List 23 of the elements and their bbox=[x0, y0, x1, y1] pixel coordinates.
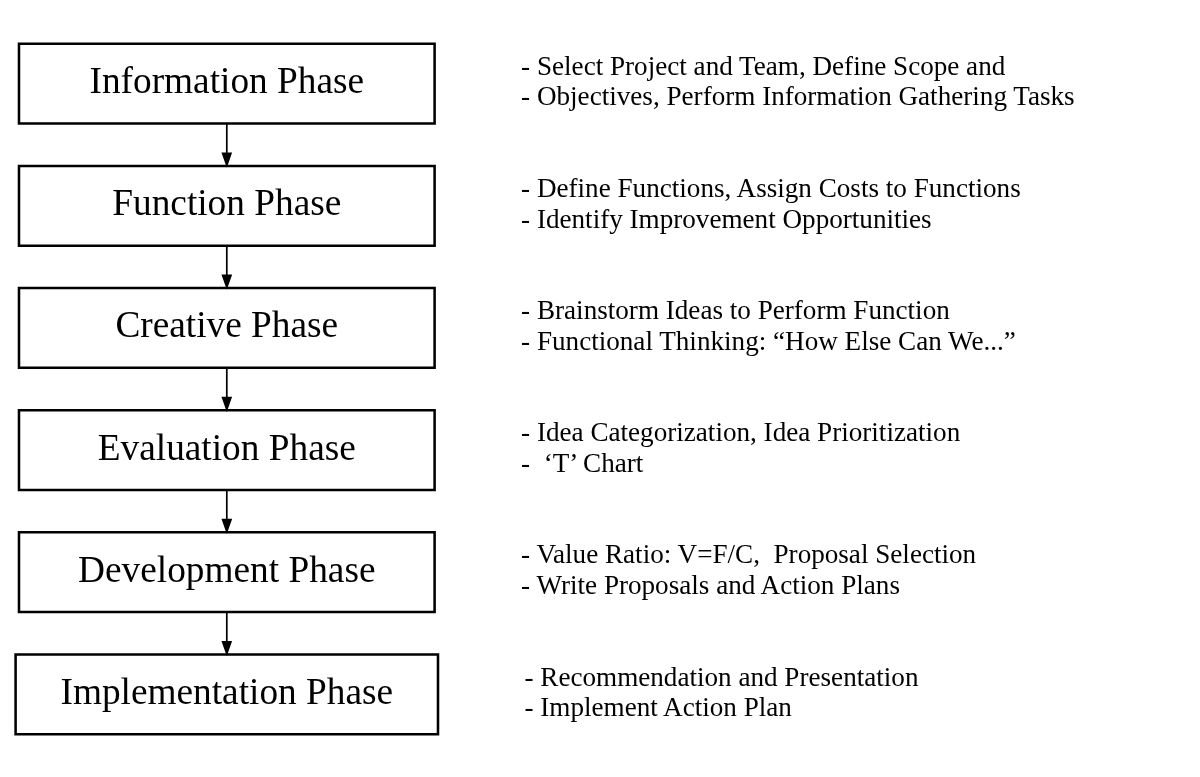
node-label: - Value Ratio: V=F/C, Proposal Selection bbox=[521, 538, 977, 569]
node-box: Creative Phase bbox=[17, 286, 436, 369]
node-label: - Select Project and Team, Define Scope and bbox=[521, 50, 1006, 81]
node-label: - Implement Action Plan bbox=[524, 691, 792, 722]
node-label: - Objectives, Perform Information Gathering Tasks bbox=[521, 80, 1075, 111]
node-box: Evaluation Phase bbox=[17, 408, 436, 491]
node-label: - Recommendation and Presentation bbox=[524, 661, 919, 692]
arrow bbox=[221, 610, 233, 656]
arrow bbox=[221, 366, 233, 412]
node-box: Information Phase bbox=[17, 42, 436, 125]
arrow bbox=[221, 122, 233, 168]
node-label: - ‘T’ Chart bbox=[521, 447, 644, 478]
arrow bbox=[221, 488, 233, 534]
arrow bbox=[221, 244, 233, 290]
node-box: Implementation Phase bbox=[14, 652, 440, 735]
node-label: - Functional Thinking: “How Else Can We...” bbox=[521, 325, 1016, 356]
node-label: - Write Proposals and Action Plans bbox=[521, 569, 900, 600]
node-label: - Idea Categorization, Idea Prioritization bbox=[521, 416, 961, 447]
node-box: Function Phase bbox=[17, 164, 436, 247]
node-box: Development Phase bbox=[17, 530, 436, 613]
node-label: - Identify Improvement Opportunities bbox=[521, 203, 932, 233]
node-label: - Define Functions, Assign Costs to Functions bbox=[521, 172, 1021, 203]
node-label: - Brainstorm Ideas to Perform Function bbox=[521, 294, 950, 325]
